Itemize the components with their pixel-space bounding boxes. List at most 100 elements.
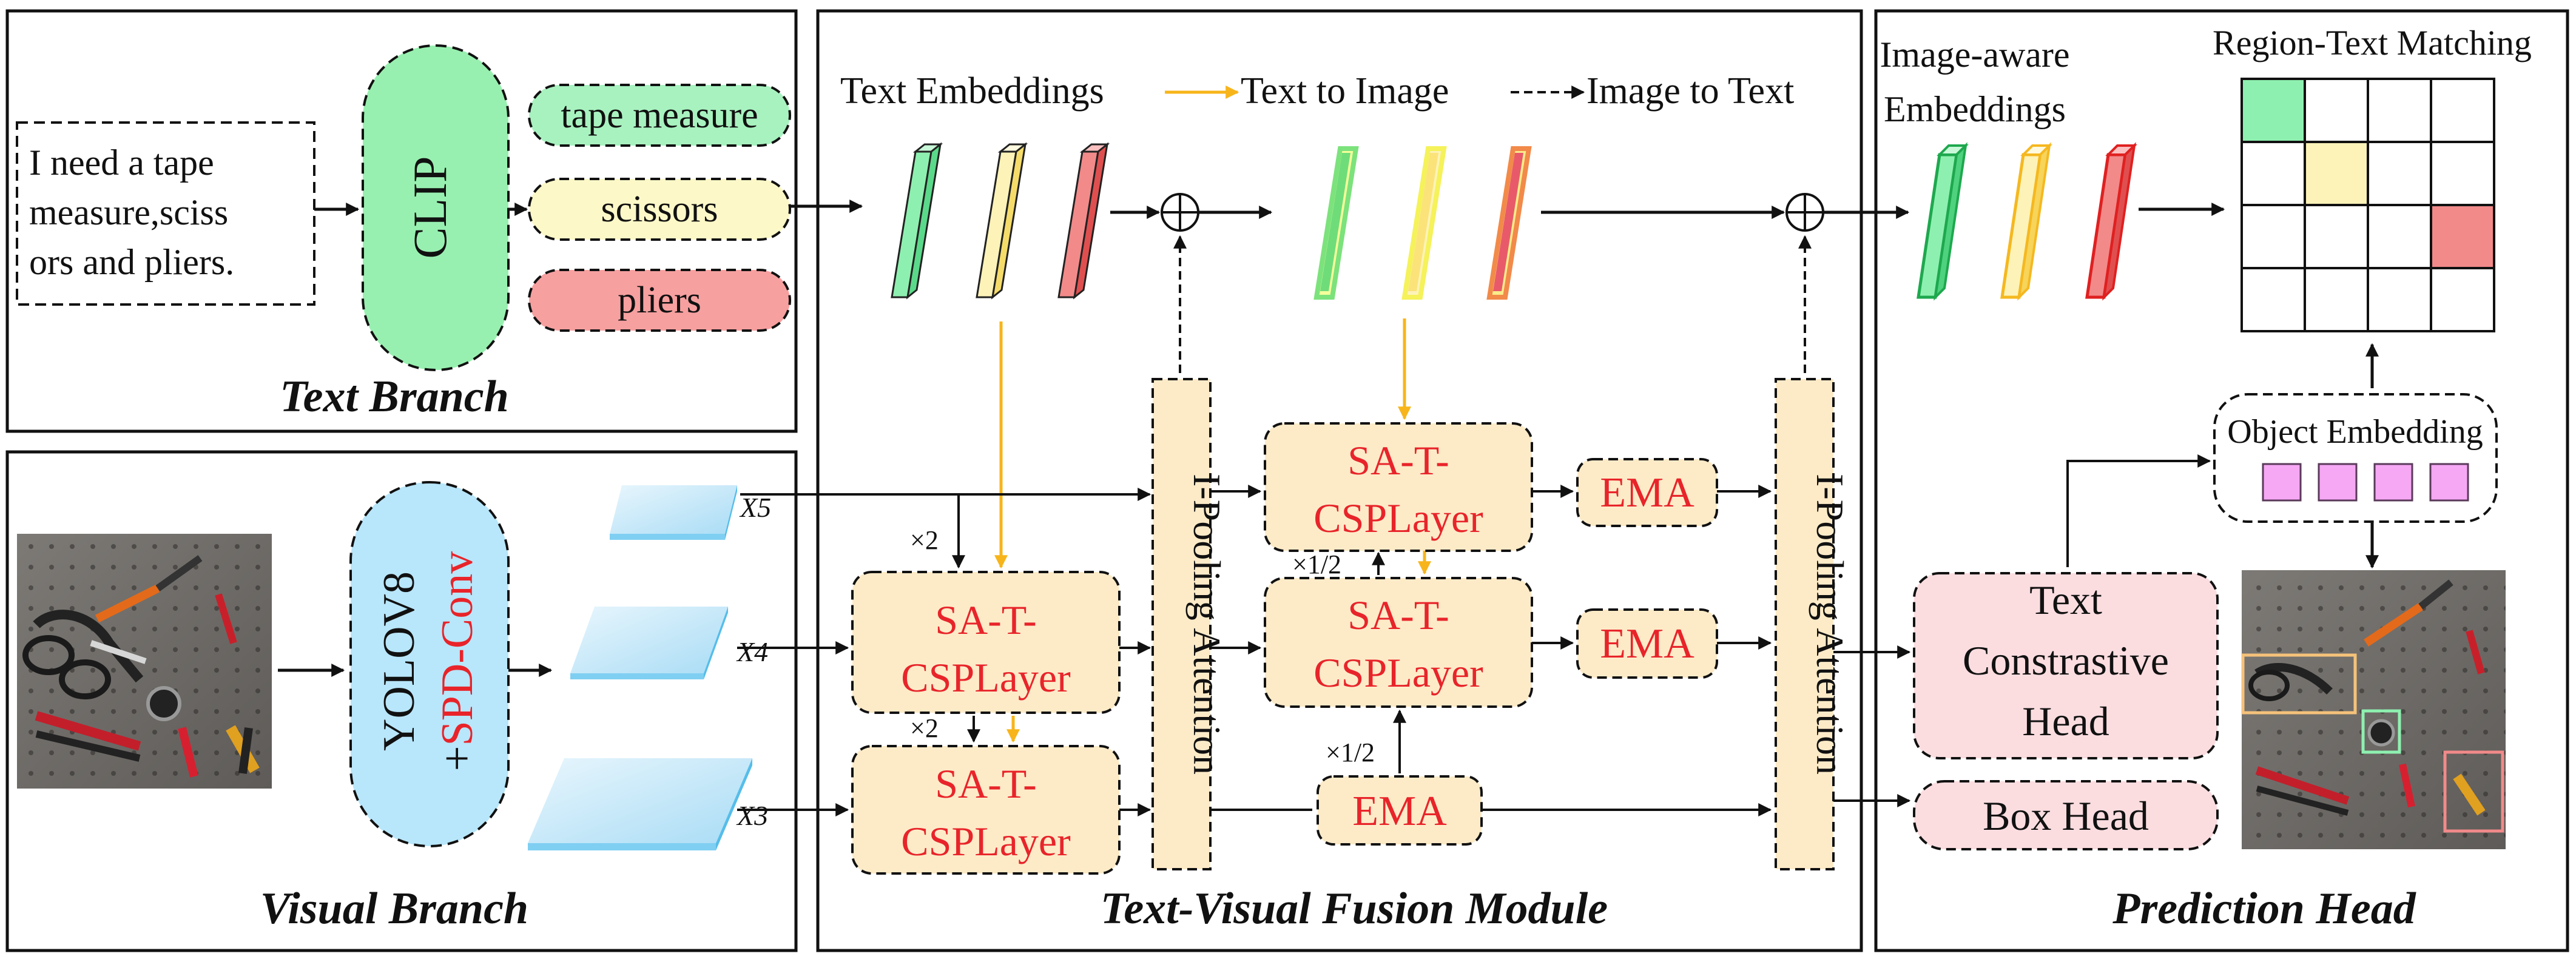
image-aware-embedding-red (2085, 142, 2137, 301)
box-head-label: Box Head (1983, 793, 2149, 839)
matching-cell-r1-c0 (2241, 141, 2306, 206)
text-branch-title: Text Branch (280, 372, 509, 422)
updated-embedding-red (1486, 146, 1532, 300)
x2-label-2: ×2 (910, 713, 939, 743)
sa-block-4: SA-T- CSPLayer (1264, 577, 1533, 708)
backbone-label-spdconv: +SPD-Conv (433, 551, 482, 772)
sa3-line2: CSPLayer (1313, 495, 1483, 541)
sum-node-1 (1161, 193, 1199, 232)
sa2-line2: CSPLayer (901, 818, 1071, 864)
visual-branch-panel (5, 450, 798, 952)
pooling-2-label: I-Pooling Attention (1809, 474, 1852, 775)
matching-cell-r2-c1 (2304, 204, 2369, 269)
detection-box-scissors (2241, 653, 2357, 715)
sa3-line1: SA-T- (1347, 437, 1449, 483)
matching-cell-r0-c1 (2304, 78, 2369, 143)
feature-label-x5: X5 (739, 492, 771, 523)
text-head-to-object-arrow (2066, 454, 2211, 567)
pooling-1-label: I-Pooling Attention (1185, 474, 1229, 775)
object-embedding-label: Object Embedding (2227, 413, 2483, 451)
half-label-1: ×1/2 (1292, 550, 1341, 579)
backbone-spd: SPD-Conv (433, 551, 482, 746)
sa-block-1: SA-T- CSPLayer (851, 571, 1121, 714)
feature-label-x4: X4 (736, 636, 768, 667)
object-embedding-cell-3 (2373, 463, 2413, 502)
legend-text-embeddings: Text Embeddings (840, 70, 1104, 112)
output-image (2241, 570, 2506, 849)
sa-block-3: SA-T- CSPLayer (1264, 422, 1533, 552)
matching-cell-r0-c3 (2430, 78, 2495, 143)
matching-cell-r2-c0 (2241, 204, 2306, 269)
matching-cell-r2-c2 (2367, 204, 2432, 269)
matching-cell-r3-c1 (2304, 267, 2369, 332)
feature-plate-x4 (570, 607, 728, 679)
backbone-label-yolov8: YOLOV8 (374, 571, 424, 751)
ema-block-1: EMA (1576, 458, 1718, 527)
image-aware-line2: Embeddings (1884, 89, 2066, 129)
token-tape-measure (528, 84, 791, 147)
backbone-plus: + (433, 746, 482, 772)
ema-block-3: EMA (1317, 775, 1483, 846)
prompt-line-1: I need a tape (29, 143, 214, 183)
text-embedding-green (891, 142, 943, 300)
text-embedding-red (1057, 142, 1110, 300)
matching-cell-r1-c1 (2304, 141, 2369, 206)
feature-label-x3: X3 (736, 800, 768, 831)
matching-cell-r3-c3 (2430, 267, 2495, 332)
text-embedding-yellow (976, 142, 1028, 300)
matching-cell-r3-c2 (2367, 267, 2432, 332)
legend-image-to-text: Image to Text (1586, 70, 1794, 112)
text-contrastive-head (1913, 572, 2219, 759)
prompt-line-3: ors and pliers. (29, 242, 234, 282)
sa4-line2: CSPLayer (1313, 650, 1483, 696)
object-embedding-cell-1 (2262, 463, 2302, 502)
image-aware-embedding-yellow (2000, 142, 2052, 301)
token-pliers-label: pliers (618, 280, 701, 321)
legend-text-to-image: Text to Image (1241, 70, 1449, 112)
prompt-line-2: measure,sciss (29, 192, 228, 232)
clip-label: CLIP (403, 156, 456, 258)
matching-cell-r1-c2 (2367, 141, 2432, 206)
fusion-title: Text-Visual Fusion Module (1101, 884, 1608, 934)
visual-branch-title: Visual Branch (260, 884, 528, 934)
object-embedding-cell-2 (2318, 463, 2358, 502)
detection-box-tape (2361, 709, 2401, 754)
token-scissors-label: scissors (601, 189, 718, 230)
object-embedding-cell-4 (2429, 463, 2469, 502)
fusion-panel (816, 9, 1863, 952)
prediction-title: Prediction Head (2112, 884, 2416, 934)
sa1-line1: SA-T- (935, 597, 1037, 643)
clip-encoder (362, 44, 510, 371)
ema2-label: EMA (1600, 621, 1694, 667)
matching-cell-r0-c2 (2367, 78, 2432, 143)
text-head-line3: Head (2022, 698, 2109, 744)
text-branch-panel (5, 9, 798, 433)
image-aware-line1: Image-aware (1880, 35, 2069, 75)
image-aware-embedding-green (1917, 142, 1969, 301)
token-scissors (528, 178, 791, 241)
matching-cell-r0-c0 (2241, 78, 2306, 143)
x2-label-1: ×2 (910, 525, 939, 555)
sa4-line1: SA-T- (1347, 592, 1449, 638)
ema3-label: EMA (1352, 788, 1447, 835)
matching-cell-r3-c0 (2241, 267, 2306, 332)
matching-cell-r1-c3 (2430, 141, 2495, 206)
token-pliers (528, 269, 791, 332)
pooling-attention-2: I-Pooling Attention (1775, 378, 1852, 870)
pooling-attention-1: I-Pooling Attention (1151, 378, 1229, 870)
region-text-matching-title: Region-Text Matching (2213, 23, 2532, 62)
yolov8-backbone (349, 481, 510, 847)
updated-embedding-yellow (1401, 146, 1447, 300)
sa-block-2: SA-T- CSPLayer (851, 745, 1121, 875)
text-head-line1: Text (2029, 577, 2102, 623)
region-text-matching-grid (2241, 78, 2495, 332)
sum-node-2 (1785, 193, 1824, 232)
box-head (1913, 780, 2219, 850)
ema1-label: EMA (1600, 469, 1694, 516)
updated-embedding-green (1313, 146, 1359, 300)
feature-plate-x3 (528, 758, 752, 850)
sa2-line1: SA-T- (935, 761, 1037, 807)
ema-block-2: EMA (1576, 608, 1718, 679)
object-embedding-box (2213, 393, 2498, 523)
